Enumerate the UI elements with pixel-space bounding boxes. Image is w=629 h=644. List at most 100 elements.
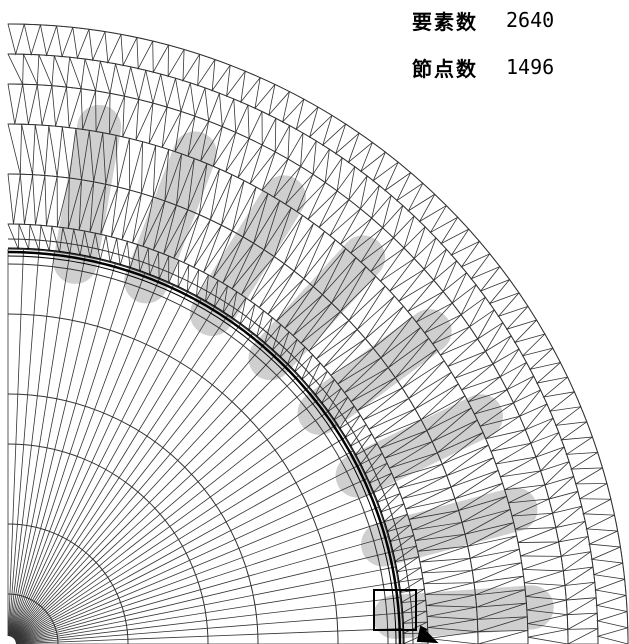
- air-gap-arc-2: [7, 250, 402, 644]
- mesh-tri-4-30: [403, 215, 426, 249]
- mesh-tri-5-36: [347, 132, 374, 164]
- mesh-tri-0-59: [7, 223, 20, 250]
- mesh-tri-5-57: [39, 24, 58, 57]
- mesh-tri-1-1: [427, 618, 479, 633]
- mesh-tri-5-30: [418, 193, 448, 223]
- mesh-tri-1-5: [423, 569, 475, 585]
- mesh-spoke-31: [10, 273, 146, 637]
- mesh-tri-5-31: [407, 182, 436, 212]
- mesh-tri-3-9: [511, 498, 554, 517]
- mesh-tri-5-55: [72, 26, 90, 60]
- slot-5: [297, 309, 452, 435]
- mesh-tri-4-23: [469, 296, 495, 328]
- mesh-tri-5-32: [396, 171, 424, 202]
- mesh-tri-5-45: [226, 64, 246, 98]
- mesh-tri-3-1: [527, 614, 569, 630]
- mesh-spoke-13: [14, 450, 353, 641]
- mesh-tri-3-37: [296, 173, 326, 212]
- mesh-tri-1-33: [276, 278, 314, 322]
- mesh-tri-5-12: [565, 436, 599, 455]
- mesh-tri-3-28: [389, 257, 425, 292]
- mesh-spoke-6: [15, 551, 393, 643]
- mesh-tri-3-29: [380, 247, 415, 282]
- mesh-tri-4-5: [562, 551, 594, 572]
- mesh-tri-5-25: [470, 253, 501, 280]
- mesh-tri-3-34: [329, 199, 362, 236]
- mesh-spoke-28: [11, 291, 188, 638]
- element-count-value: 2640: [506, 8, 555, 32]
- mesh-tri-4-21: [485, 321, 512, 352]
- mesh-tri-1-2: [427, 606, 478, 620]
- mesh-spoke-16: [14, 411, 328, 640]
- mesh-tri-5-35: [360, 141, 387, 173]
- mesh-tri-4-58: [22, 53, 40, 85]
- mesh-tri-1-0: [427, 631, 479, 644]
- mesh-tri-5-47: [197, 53, 216, 87]
- mesh-spoke-36: [8, 253, 71, 637]
- air-gap-arc-3: [7, 247, 405, 644]
- mesh-tri-3-36: [307, 181, 338, 220]
- mesh-tri-3-39: [273, 158, 302, 198]
- mesh-tri-5-42: [268, 83, 291, 117]
- mesh-tri-1-38: [231, 242, 265, 290]
- mesh-tri-4-18: [506, 361, 535, 391]
- mesh-tri-5-5: [590, 546, 624, 564]
- mesh-tri-5-22: [497, 292, 529, 318]
- mesh-tri-1-30: [300, 302, 341, 344]
- mesh-tri-3-8: [515, 512, 557, 530]
- mesh-tri-3-35: [318, 190, 350, 228]
- mesh-spoke-37: [8, 251, 55, 637]
- mesh-tri-1-51: [100, 183, 119, 235]
- mesh-spoke-7: [15, 536, 389, 643]
- mesh-tri-4-37: [324, 148, 343, 183]
- mesh-tri-3-43: [225, 131, 250, 172]
- mesh-tri-4-0: [567, 627, 599, 644]
- mesh-tri-3-24: [424, 302, 462, 334]
- mesh-tri-1-35: [258, 263, 295, 308]
- mesh-tri-5-4: [592, 562, 626, 580]
- mesh-tri-1-44: [173, 209, 200, 259]
- mesh-spoke-18: [13, 387, 309, 640]
- air-gap-band: [7, 247, 405, 644]
- mesh-tri-1-41: [203, 224, 233, 273]
- mesh-tri-1-52: [89, 181, 107, 233]
- mesh-tri-5-17: [535, 361, 569, 384]
- mesh-tri-5-3: [594, 578, 627, 596]
- mesh-tri-4-36: [336, 157, 356, 192]
- mesh-tri-5-11: [570, 451, 604, 470]
- mesh-tri-5-54: [88, 28, 106, 62]
- mesh-tri-1-32: [284, 286, 324, 329]
- mesh-tri-3-32: [350, 217, 384, 254]
- mesh-tri-1-18: [379, 419, 428, 449]
- mesh-tri-5-44: [240, 70, 261, 104]
- mesh-tri-3-16: [480, 402, 521, 427]
- mesh-tri-5-2: [595, 594, 628, 613]
- mesh-tri-3-5: [522, 555, 564, 572]
- mesh-tri-3-15: [485, 415, 526, 440]
- mesh-tri-3-49: [148, 102, 168, 144]
- mesh-tri-5-38: [322, 114, 347, 147]
- mesh-tri-3-57: [36, 84, 53, 126]
- mesh-tri-3-53: [95, 90, 111, 132]
- mesh-tri-1-37: [240, 249, 275, 296]
- mesh-spoke-9: [15, 506, 379, 642]
- mesh-tri-5-13: [560, 421, 593, 441]
- mesh-tri-0-35: [248, 303, 265, 331]
- mesh-tri-4-44: [233, 98, 249, 133]
- mesh-tri-1-55: [56, 176, 70, 228]
- mesh-tri-5-50: [152, 40, 170, 74]
- mesh-tri-5-9: [578, 482, 612, 500]
- mesh-spoke-27: [11, 299, 202, 638]
- mesh-tri-5-40: [295, 98, 319, 131]
- mesh-tri-5-43: [254, 77, 276, 110]
- mesh-tri-4-42: [261, 110, 277, 146]
- mesh-tri-3-3: [525, 584, 567, 601]
- mesh-spoke-21: [13, 353, 277, 639]
- mesh-tri-4-1: [567, 612, 599, 630]
- mesh-spoke-10: [15, 492, 374, 642]
- mesh-spoke-20: [13, 364, 288, 639]
- mesh-tri-2-58: [21, 123, 36, 175]
- mesh-tri-1-26: [330, 338, 374, 376]
- mesh-tri-3-0: [527, 628, 569, 644]
- mesh-tri-1-49: [121, 189, 143, 240]
